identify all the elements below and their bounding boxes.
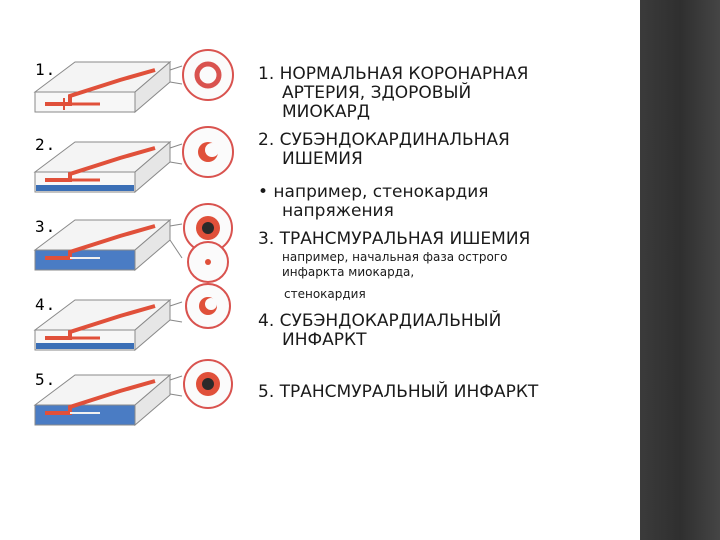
- item-3-line-1: • например, стенокардия: [258, 182, 489, 202]
- stage-2-cross-section: [182, 126, 234, 178]
- stage-1-block: [33, 60, 172, 114]
- stage-number-2: 2.: [35, 135, 56, 154]
- item-5-line-1: например, начальная фаза острого: [282, 250, 508, 264]
- stage-number-4: 4.: [35, 295, 56, 314]
- item-1-line-2: АРТЕРИЯ, ЗДОРОВЫЙ: [282, 83, 472, 103]
- decorative-side-bar: [640, 0, 720, 540]
- stage-3-cross-section: [183, 203, 233, 253]
- item-3-line-2: напряжения: [282, 201, 394, 221]
- stage-number-3: 3.: [35, 217, 56, 236]
- stage-number-1: 1.: [35, 60, 56, 79]
- stage-3-block: [33, 218, 172, 272]
- stage-5-block: [33, 373, 172, 427]
- item-1-line-1: 1. НОРМАЛЬНАЯ КОРОНАРНАЯ: [258, 64, 529, 84]
- stage-2-block: [33, 140, 172, 194]
- stage-number-5: 5.: [35, 370, 56, 389]
- stage-3-occluded-section: [187, 241, 229, 283]
- stage-5-cross-section: [183, 359, 233, 409]
- item-5-line-3: стенокардия: [284, 287, 366, 301]
- item-5-line-2: инфаркта миокарда,: [282, 265, 415, 279]
- stage-1-cross-section: [182, 49, 234, 101]
- item-6-line-1: 4. СУБЭНДОКАРДИАЛЬНЫЙ: [258, 311, 502, 331]
- item-1-line-3: МИОКАРД: [282, 102, 370, 122]
- item-6-line-2: ИНФАРКТ: [282, 330, 367, 350]
- artery-diagram: 1. 2. 3. 4. 5.: [33, 49, 234, 427]
- stage-4-cross-section: [185, 283, 231, 329]
- item-4-line-1: 3. ТРАНСМУРАЛЬНАЯ ИШЕМИЯ: [258, 229, 531, 249]
- item-7-line-1: 5. ТРАНСМУРАЛЬНЫЙ ИНФАРКТ: [258, 382, 539, 402]
- item-2-line-2: ИШЕМИЯ: [282, 149, 363, 169]
- stage-4-block: [33, 298, 172, 352]
- item-2-line-1: 2. СУБЭНДОКАРДИНАЛЬНАЯ: [258, 130, 510, 150]
